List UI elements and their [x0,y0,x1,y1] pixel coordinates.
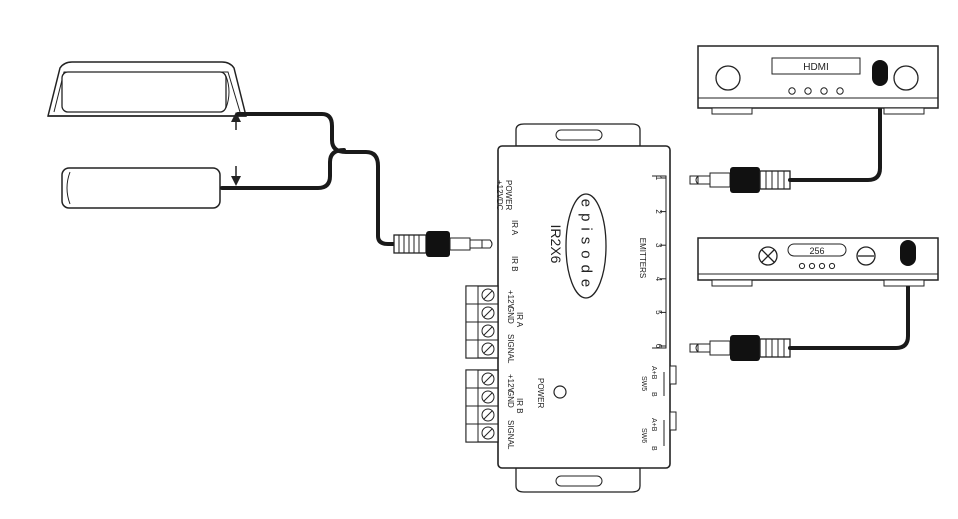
ir-receiver-bottom [61,167,221,209]
emitter-number-list: 1 2 3 4 5 6 [654,176,666,349]
terminal-b-12v-label: +12V [506,374,515,394]
emitter-cable-1 [788,82,882,182]
svg-text:GND: GND [506,390,515,408]
svg-text:episode: episode [578,199,595,294]
svg-text:1: 1 [654,176,663,181]
device-bottom [697,237,939,287]
terminal-a-signal-label: SIGNAL [506,334,515,364]
switch-sw5-name-label: SW5 [640,376,647,391]
switch-sw6-name-label: SW6 [640,428,647,443]
terminal-b-signal-label: SIGNAL [506,420,515,450]
svg-text:4: 4 [654,277,663,282]
power-dc-label: POWER+12VDC [495,180,513,211]
emitter-jack-6 [689,335,791,361]
ir-a-port-label: IR A [510,220,519,236]
svg-text:2: 2 [654,209,663,214]
switch-sw5-b-label: B [650,392,657,397]
switch-sw6-ab-label: A+B [650,418,657,432]
emitter-number-1: 1 [654,176,663,181]
switch-sw6-b-label: B [650,446,657,451]
power-led-label: POWER [536,378,545,408]
emitter-number-3: 3 [654,243,663,248]
emitter-cable-6 [788,260,910,350]
svg-text:+12V: +12V [506,290,515,310]
svg-text:POWER: POWER [536,378,545,408]
svg-text:IR A: IR A [515,312,524,328]
svg-text:A+B: A+B [650,366,657,380]
svg-text:GND: GND [506,306,515,324]
switch-sw5-ab-label: A+B [650,366,657,380]
terminal-a-gnd-label: GND [506,306,515,324]
svg-text:EMITTERS: EMITTERS [638,238,647,278]
emitter-head-top-icon [872,60,888,86]
ir-hub [497,123,671,493]
svg-text:IR B: IR B [510,256,519,272]
switch-sw6[interactable] [663,411,677,446]
hub-brand-logo: episode [578,199,595,294]
svg-text:SW6: SW6 [640,428,647,443]
hub-model-label: IR2X6 [548,225,564,264]
ir-receiver-top [47,61,247,117]
receiver-arrow-down-icon [231,166,241,186]
emitters-label: EMITTERS [638,238,647,278]
svg-text:SW5: SW5 [640,376,647,391]
emitter-number-5: 5 [654,310,663,315]
emitter-number-2: 2 [654,209,663,214]
svg-text:+12V: +12V [506,374,515,394]
terminal-a-12v-label: +12V [506,290,515,310]
terminal-b-gnd-label: GND [506,390,515,408]
device-top [697,45,939,115]
switch-sw5[interactable] [663,365,677,396]
svg-text:SIGNAL: SIGNAL [506,334,515,364]
emitter-jack-1 [689,167,791,193]
receiver-arrow-up-icon [231,112,241,130]
emitter-number-4: 4 [654,277,663,282]
svg-text:3: 3 [654,243,663,248]
svg-text:IR B: IR B [515,398,524,414]
svg-text:SIGNAL: SIGNAL [506,420,515,450]
receiver-cables [220,112,398,246]
svg-text:A+B: A+B [650,418,657,432]
terminal-a-ir-label: IR A [515,312,524,328]
emitters-bracket [652,175,667,349]
svg-text:IR A: IR A [510,220,519,236]
terminal-block-a [465,285,499,359]
emitter-number-6: 6 [654,344,663,349]
ir-b-port-label: IR B [510,256,519,272]
device-top-display-text: HDMI [803,62,829,73]
svg-text:B: B [650,446,657,451]
svg-text:6: 6 [654,344,663,349]
svg-text:IR2X6: IR2X6 [548,225,564,264]
svg-text:B: B [650,392,657,397]
terminal-b-ir-label: IR B [515,398,524,414]
svg-text:5: 5 [654,310,663,315]
power-led-icon [553,385,567,399]
svg-text:POWER+12VDC: POWER+12VDC [495,180,513,211]
emitter-head-bottom-icon [900,240,916,266]
terminal-block-b [465,369,499,443]
device-bottom-display-text: 256 [809,246,824,256]
ir-input-jack [393,231,493,257]
